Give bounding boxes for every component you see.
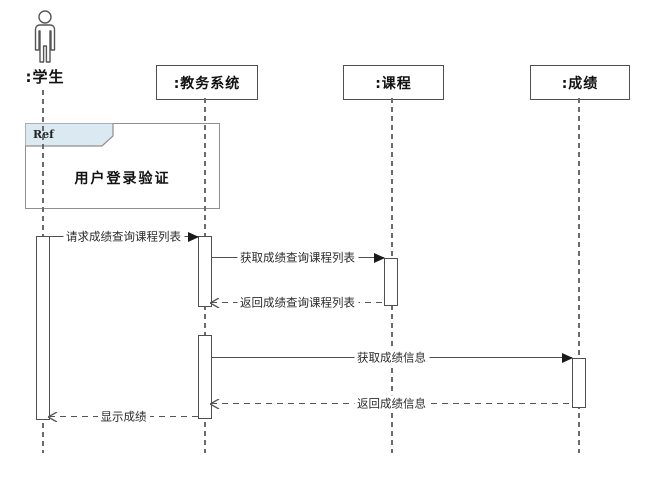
message-label: 请求成绩查询课程列表	[63, 228, 184, 245]
activation-course	[384, 258, 398, 306]
activation-student	[36, 236, 50, 420]
lifeline-head-course: :课程	[343, 65, 444, 100]
open-arrowhead-icon	[210, 399, 220, 409]
actor-student: :学生	[14, 10, 76, 87]
activation-system-2	[198, 335, 212, 419]
lifeline-label-course: :课程	[375, 75, 412, 92]
message-label: 获取成绩信息	[354, 349, 429, 366]
lifeline-grade	[577, 98, 580, 453]
open-arrowhead-icon	[210, 298, 220, 308]
person-icon	[34, 10, 56, 63]
ref-fragment: Ref 用户登录验证	[25, 123, 220, 209]
lifeline-head-grade: :成绩	[530, 65, 630, 100]
lifeline-label-system: :教务系统	[173, 75, 241, 92]
activation-system-1	[198, 236, 212, 307]
filled-arrowhead-icon	[188, 232, 199, 242]
activation-grade	[572, 358, 586, 408]
lifeline-label-grade: :成绩	[561, 75, 599, 92]
open-arrowhead-icon	[48, 412, 58, 422]
message-label: 显示成绩	[97, 408, 150, 425]
lifeline-head-system: :教务系统	[156, 65, 258, 100]
filled-arrowhead-icon	[374, 253, 385, 263]
ref-body-label: 用户登录验证	[74, 171, 171, 187]
ref-tab-pentagon	[25, 123, 114, 147]
message-label: 获取成绩查询课程列表	[237, 249, 358, 266]
message-label: 返回成绩查询课程列表	[237, 294, 358, 311]
lifeline-label-student: :学生	[25, 68, 65, 86]
filled-arrowhead-icon	[562, 353, 573, 363]
message-label: 返回成绩信息	[354, 395, 429, 412]
